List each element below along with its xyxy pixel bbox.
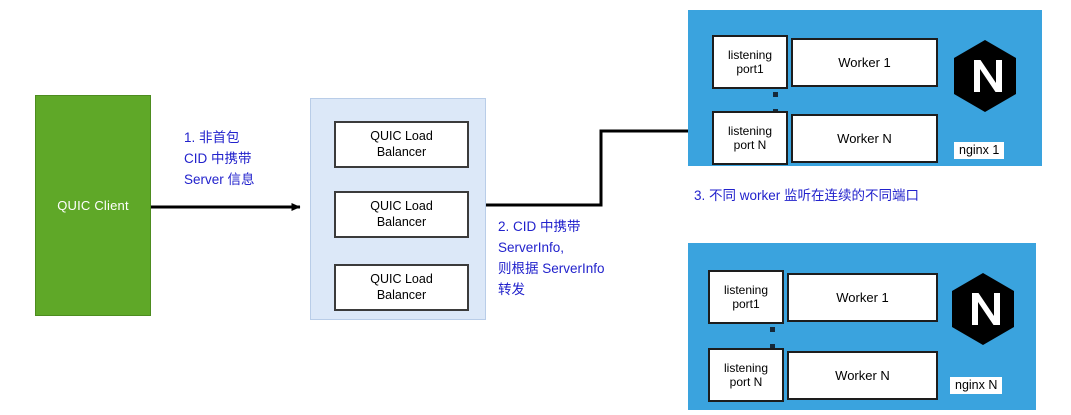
nginx-1-listening-port-n[interactable]: listening port N (712, 111, 788, 165)
nginx-1-worker-1[interactable]: Worker 1 (791, 38, 938, 87)
quic-load-balancer-box-2[interactable]: QUIC Load Balancer (334, 191, 469, 238)
nginx-n-tag: nginx N (950, 377, 1003, 394)
quic-load-balancer-box-1[interactable]: QUIC Load Balancer (334, 121, 469, 168)
nginx-hexagon-icon (954, 40, 1016, 112)
quic-client-box[interactable]: QUIC Client (35, 95, 151, 316)
nginx-node-n: listening port1 Worker 1 listening port … (688, 243, 1036, 410)
annotation-step-1: 1. 非首包 CID 中携带 Server 信息 (184, 130, 255, 187)
nginx-n-worker-1[interactable]: Worker 1 (787, 273, 938, 322)
nginx-n-listening-port-1[interactable]: listening port1 (708, 270, 784, 324)
connector-lb-to-nginx1 (486, 127, 705, 207)
nginx-1-worker-n[interactable]: Worker N (791, 114, 938, 163)
nginx-1-listening-port-1[interactable]: listening port1 (712, 35, 788, 89)
quic-load-balancer-box-3[interactable]: QUIC Load Balancer (334, 264, 469, 311)
annotation-step-2: 2. CID 中携带 ServerInfo, 则根据 ServerInfo 转发 (498, 219, 605, 297)
load-balancer-group: QUIC Load Balancer QUIC Load Balancer QU… (310, 98, 486, 320)
quic-client-label: QUIC Client (57, 198, 129, 213)
nginx-1-tag: nginx 1 (954, 142, 1005, 159)
nginx-n-worker-n[interactable]: Worker N (787, 351, 938, 400)
nginx-node-1: listening port1 Worker 1 listening port … (688, 10, 1042, 166)
nginx-hexagon-icon (952, 273, 1014, 345)
nginx-n-listening-port-n[interactable]: listening port N (708, 348, 784, 402)
annotation-step-3: 3. 不同 worker 监听在连续的不同端口 (694, 188, 920, 203)
